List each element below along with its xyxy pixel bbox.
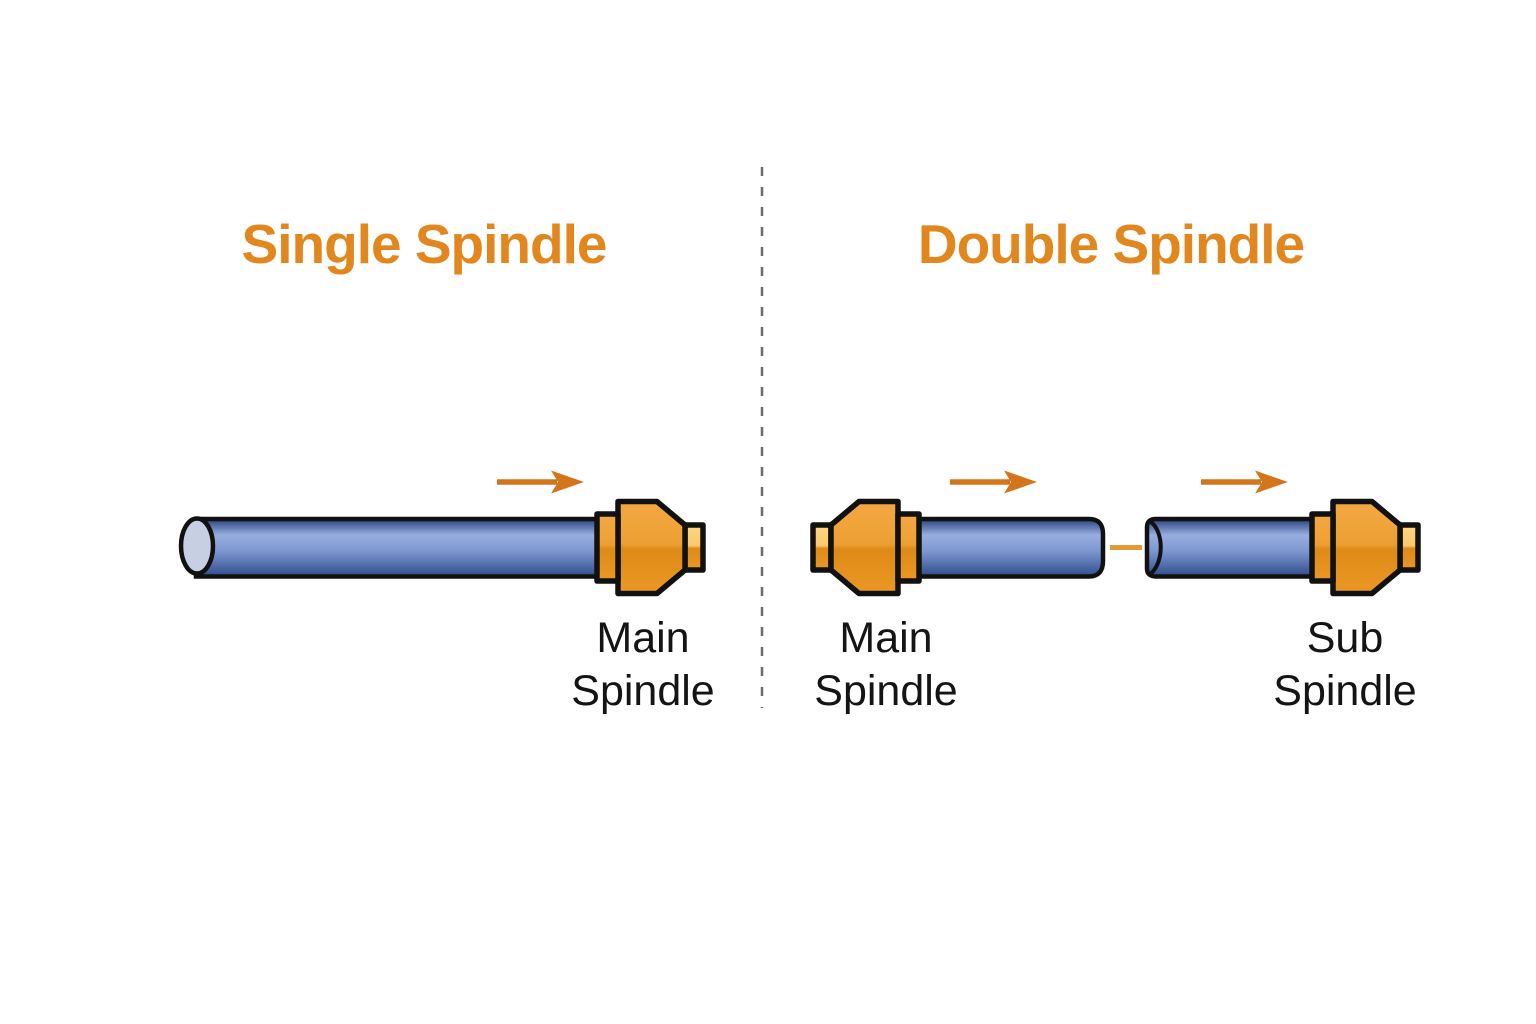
double-main-spindle-label: Main Spindle bbox=[814, 614, 958, 715]
single-spindle-figure bbox=[178, 471, 703, 594]
sub-spindle-label: Sub Spindle bbox=[1273, 614, 1417, 715]
rod-end-face bbox=[178, 516, 216, 576]
single-spindle-title: Single Spindle bbox=[241, 213, 608, 275]
sub-feed-direction-arrow bbox=[1201, 471, 1288, 494]
double-spindle-title: Double Spindle bbox=[917, 213, 1305, 275]
sub-spindle-chuck bbox=[1312, 502, 1418, 594]
sub-side-workpiece-rod bbox=[1144, 516, 1337, 579]
bar-stock-rod bbox=[193, 516, 611, 579]
cutoff-face-arc bbox=[1149, 520, 1163, 575]
main-side-workpiece-rod bbox=[895, 516, 1106, 579]
main-spindle-chuck bbox=[813, 502, 919, 594]
feed-direction-arrow bbox=[497, 471, 584, 494]
main-spindle-chuck bbox=[597, 502, 703, 594]
main-spindle-label: Main Spindle bbox=[571, 614, 715, 715]
main-feed-direction-arrow bbox=[950, 471, 1037, 494]
double-spindle-figure bbox=[813, 471, 1418, 594]
